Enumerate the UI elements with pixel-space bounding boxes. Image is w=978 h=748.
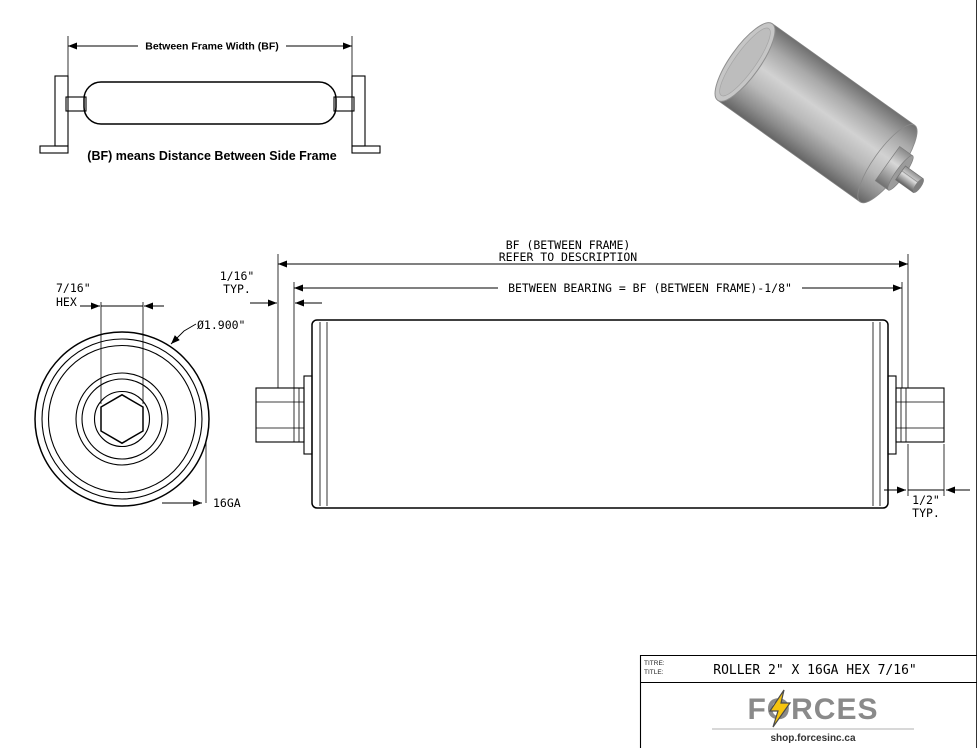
bf-caption: (BF) means Distance Between Side Frame [87,149,336,163]
gauge-callout: 16GA [162,442,241,510]
lightning-bolt-icon [768,689,792,728]
diameter-label: Ø1.900" [197,318,245,332]
gap-typ-word: TYP. [223,282,251,296]
hex-dimension: 7/16" HEX [56,281,164,404]
gap-typ-dimension: 1/16" TYP. [220,269,322,307]
cylinder-face-rim [719,27,771,97]
roller-3d-render [714,22,924,204]
bearing-id-circle [81,378,163,460]
bearing-od-circle [75,372,169,466]
title-block: TITRE: TITLE: ROLLER 2" X 16GA HEX 7/16"… [639,654,977,748]
bf-label-line2: REFER TO DESCRIPTION [499,250,638,264]
shaft-typ-word: TYP. [912,506,940,520]
gap-typ-value: 1/16" [220,269,255,283]
shaft-stub-left [65,96,87,112]
tube-id-circle [47,344,197,494]
hex-facet-line-3d [901,170,921,184]
forces-logo: FORCES shop.forcesinc.ca [712,689,914,744]
roller-body [311,319,889,509]
title-label: TITLE: [644,669,664,676]
brand-name: FORCES [747,693,878,726]
bore-circle [93,390,151,448]
left-shaft-assembly [255,375,313,455]
roller-outline [83,81,337,125]
bf-explainer-diagram: Between Frame Width (BF) (BF) means Dist… [39,36,381,163]
roller-side-view [255,319,945,509]
bf-dimension: BF (BETWEEN FRAME) REFER TO DESCRIPTION [277,238,909,496]
end-cap-crimp-lines [319,322,881,506]
shaft-typ-dimension: 1/2" TYP. [884,444,970,520]
right-shaft-assembly [887,375,945,455]
titre-label: TITRE: [644,660,665,667]
between-bearing-label: BETWEEN BEARING = BF (BETWEEN FRAME)-1/8… [508,281,792,295]
tube-groove-circle [41,338,203,500]
hex-word-label: HEX [56,295,77,309]
shaft-tip-3d [912,178,924,193]
bf-label-line1: BF (BETWEEN FRAME) [506,238,631,252]
gauge-label: 16GA [213,496,241,510]
hex-bore [100,393,144,445]
between-bearing-dimension: BETWEEN BEARING = BF (BETWEEN FRAME)-1/8… [293,281,903,388]
roller-end-view: 7/16" HEX Ø1.900" 16GA [34,281,245,510]
shaft-typ-value: 1/2" [912,493,940,507]
bf-width-label: Between Frame Width (BF) [145,41,279,53]
tube-od-circle [34,331,210,507]
side-frame-right [351,75,381,154]
diameter-callout: Ø1.900" [170,318,245,345]
hex-size-label: 7/16" [56,281,91,295]
drawing-title: ROLLER 2" X 16GA HEX 7/16" [713,663,917,678]
website-label: shop.forcesinc.ca [770,733,855,744]
side-frame-left [39,75,69,154]
shaft-stub-right [333,96,355,112]
